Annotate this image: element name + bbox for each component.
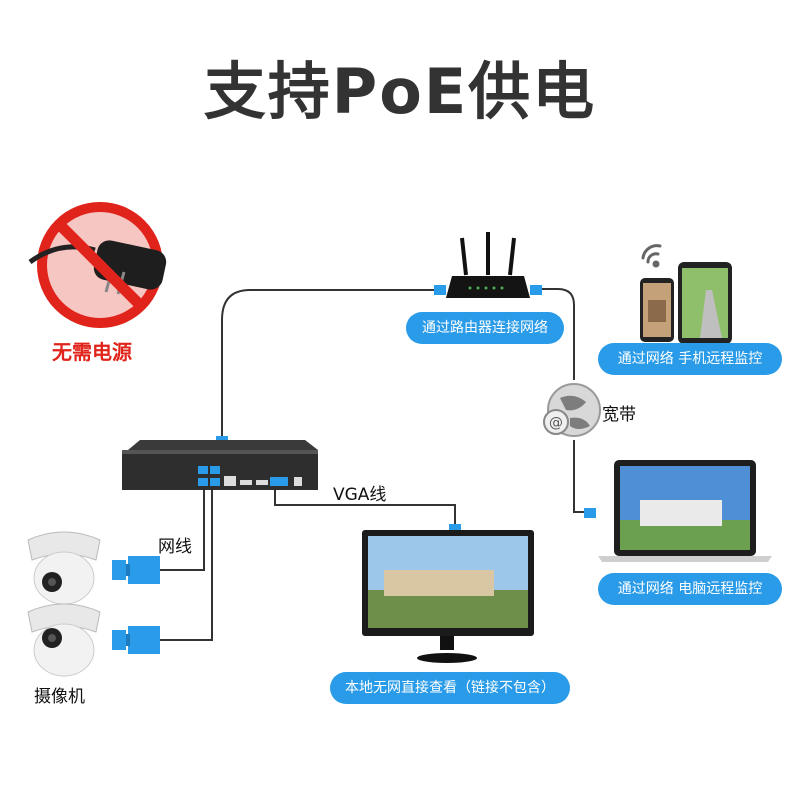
monitor-caption: 本地无网直接查看（链接不包含） — [330, 672, 570, 704]
laptop-icon — [598, 460, 772, 562]
router-caption: 通过路由器连接网络 — [406, 312, 564, 344]
connector-icon — [530, 285, 542, 295]
network-cable-1 — [160, 488, 205, 571]
smartphone-icon — [678, 262, 732, 344]
connector-icon — [434, 285, 446, 295]
network-cable-label: 网线 — [158, 537, 192, 557]
nvr-device-icon — [122, 440, 318, 490]
connector-icon — [449, 524, 461, 534]
smartphone-icon — [640, 278, 674, 342]
globe-icon: @ — [543, 383, 601, 437]
broadband-laptop-cable — [573, 440, 590, 513]
wifi-icon — [641, 244, 662, 268]
connector-icon — [584, 508, 596, 518]
router-broadband-cable — [540, 288, 575, 380]
monitor-icon — [362, 530, 534, 663]
rj45-plug-icon — [112, 626, 160, 654]
page-title: 支持PoE供电 — [203, 55, 597, 128]
nvr-router-cable — [221, 289, 440, 440]
vga-label: VGA线 — [333, 485, 387, 505]
phone-caption: 通过网络 手机远程监控 — [598, 343, 782, 375]
vga-cable — [274, 488, 456, 528]
network-cable-2 — [160, 488, 213, 641]
pc-caption: 通过网络 电脑远程监控 — [598, 573, 782, 605]
rj45-plug-icon — [112, 556, 160, 584]
router-icon — [446, 232, 530, 298]
svg-text:@: @ — [549, 415, 563, 431]
dome-camera-icon — [27, 531, 101, 605]
camera-label: 摄像机 — [34, 687, 85, 707]
broadband-label: 宽带 — [602, 405, 636, 425]
no-power-adapter-icon — [28, 202, 167, 328]
no-power-label: 无需电源 — [52, 340, 132, 364]
cables — [160, 288, 590, 641]
dome-camera-icon — [27, 603, 101, 677]
